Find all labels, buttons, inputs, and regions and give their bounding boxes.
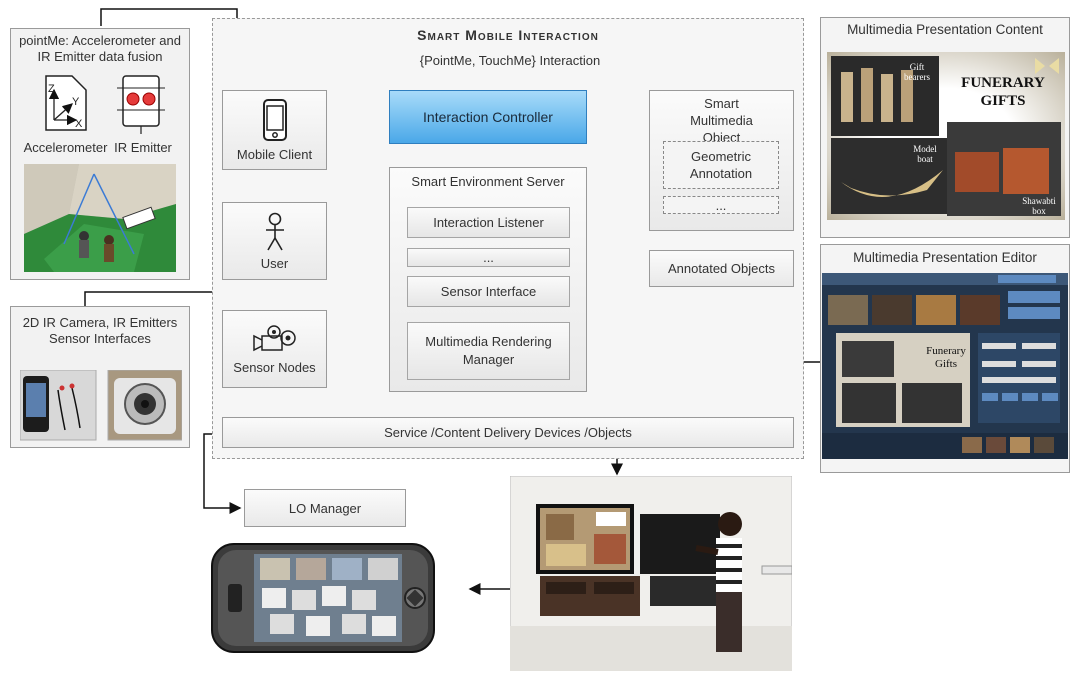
lo-manager-box[interactable]: LO Manager: [244, 489, 406, 527]
ir-emitter-label: IR Emitter: [114, 140, 172, 155]
sensor-nodes-box[interactable]: Sensor Nodes: [222, 310, 327, 388]
camera-icon: [252, 324, 296, 351]
delivery-label: Service /Content Delivery Devices /Objec…: [384, 425, 632, 440]
presentation-slide: FUNERARY GIFTS Gift bearers Model boat S…: [827, 52, 1065, 220]
geometric-annotation-label: Geometric Annotation: [689, 149, 753, 181]
sensor-nodes-label: Sensor Nodes: [233, 359, 316, 375]
sensor-interface-box[interactable]: Sensor Interface: [407, 276, 570, 307]
lo-manager-label: LO Manager: [288, 500, 362, 516]
model-boat-caption: Model boat: [913, 144, 937, 164]
object-ellipsis-label: ...: [715, 197, 727, 213]
presentation-headline: FUNERARY GIFTS: [961, 75, 1045, 109]
server-ellipsis-box: ...: [407, 248, 570, 267]
axis-z-label: Z: [48, 83, 55, 95]
axis-y-label: Y: [72, 96, 80, 108]
region-title: Smart Mobile Interaction: [417, 27, 599, 43]
interaction-controller-label: Interaction Controller: [423, 109, 553, 125]
delivery-box[interactable]: Service /Content Delivery Devices /Objec…: [222, 417, 794, 448]
shawabti-box-caption: Shawabti box: [1022, 196, 1056, 216]
editor-ui-image: [822, 273, 1068, 459]
gift-bearers-caption: Gift bearers: [904, 62, 930, 82]
accelerometer-label: Accelerometer: [23, 140, 108, 155]
user-box[interactable]: User: [222, 202, 327, 280]
editor-heading: Funerary Gifts: [926, 345, 966, 370]
ir-emitter-icon: [117, 75, 165, 134]
mobile-client-label: Mobile Client: [236, 146, 313, 162]
smartphone-photo: [211, 543, 435, 653]
object-ellipsis-box: ...: [663, 196, 779, 214]
editor-screenshot: Funerary Gifts: [822, 273, 1068, 459]
interaction-controller-box[interactable]: Interaction Controller: [389, 90, 587, 144]
rendering-manager-box[interactable]: Multimedia Rendering Manager: [407, 322, 570, 380]
sensor-hardware-image: [20, 370, 182, 441]
accelerometer-icon: [45, 75, 87, 131]
interaction-listener-box[interactable]: Interaction Listener: [407, 207, 570, 238]
mobile-client-box[interactable]: Mobile Client: [222, 90, 327, 170]
annotated-objects-box[interactable]: Annotated Objects: [649, 250, 794, 287]
user-label: User: [260, 255, 289, 271]
user-icon: [265, 212, 284, 250]
interaction-label: {PointMe, TouchMe} Interaction: [419, 53, 601, 68]
server-ellipsis-label: ...: [483, 250, 494, 265]
presentation-artifacts: [831, 56, 1061, 216]
editor-title: Multimedia Presentation Editor: [853, 250, 1037, 265]
axis-x-label: X: [75, 118, 83, 130]
interaction-listener-label: Interaction Listener: [433, 215, 544, 230]
virtual-room-image: [24, 164, 176, 272]
annotated-objects-label: Annotated Objects: [668, 261, 775, 276]
smart-object-label: Smart Multimedia Object: [690, 96, 753, 145]
sensor-interface-label: Sensor Interface: [440, 284, 537, 299]
living-room-photo: [510, 476, 792, 671]
smartphone-icon: [262, 98, 287, 141]
geometric-annotation-box[interactable]: Geometric Annotation: [663, 141, 779, 189]
pointme-title: pointMe: Accelerometer and IR Emitter da…: [19, 33, 181, 64]
camera-panel-title: 2D IR Camera, IR Emitters Sensor Interfa…: [22, 315, 178, 346]
presentation-title: Multimedia Presentation Content: [847, 22, 1043, 37]
server-title: Smart Environment Server: [411, 174, 565, 189]
rendering-manager-label: Multimedia Rendering Manager: [425, 334, 552, 367]
